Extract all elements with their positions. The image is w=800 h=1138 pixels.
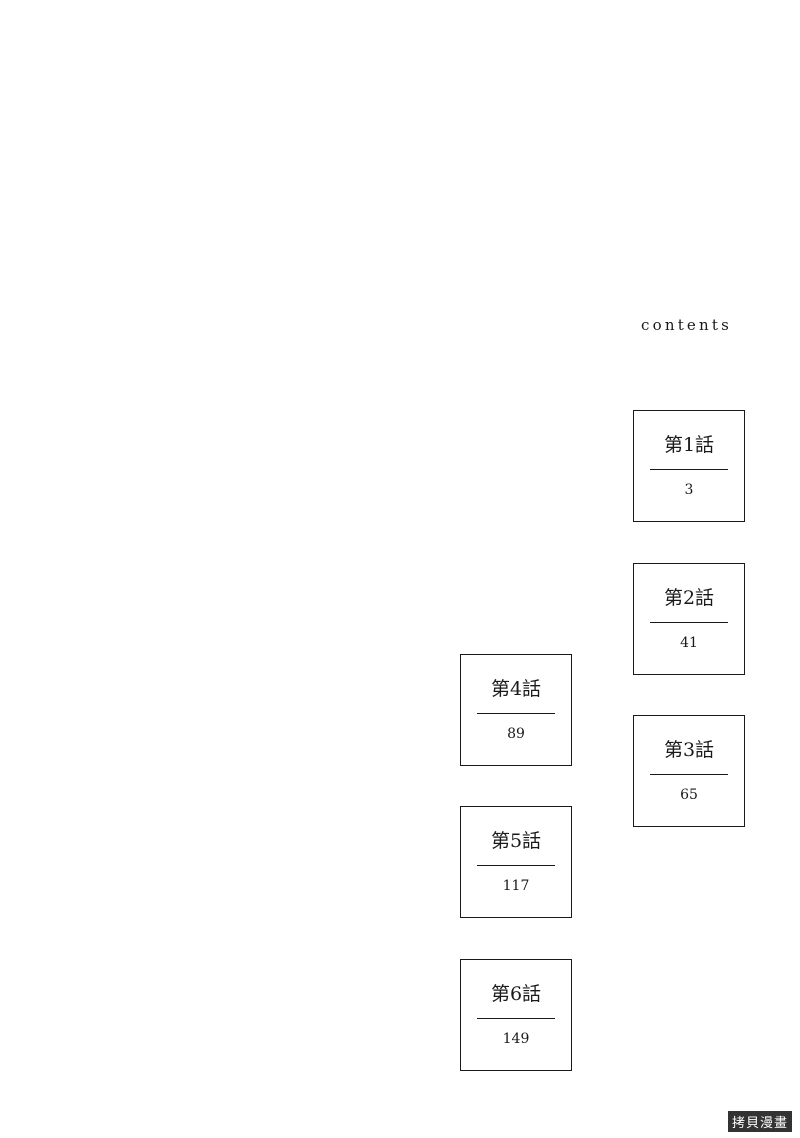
chapter-page-number: 3: [684, 482, 694, 498]
watermark-label: 拷貝漫畫: [727, 1111, 792, 1132]
chapter-6-entry[interactable]: 第6話 149: [460, 959, 572, 1071]
chapter-5-entry[interactable]: 第5話 117: [460, 806, 572, 918]
chapter-title: 第2話: [663, 587, 715, 609]
chapter-3-entry[interactable]: 第3話 65: [633, 715, 745, 827]
chapter-2-entry[interactable]: 第2話 41: [633, 563, 745, 675]
chapter-4-entry[interactable]: 第4話 89: [460, 654, 572, 766]
chapter-title: 第6話: [490, 983, 542, 1005]
chapter-title: 第4話: [490, 678, 542, 700]
chapter-title: 第1話: [663, 434, 715, 456]
chapter-page-number: 41: [680, 635, 698, 651]
chapter-divider: [650, 622, 728, 623]
chapter-divider: [477, 713, 555, 714]
chapter-divider: [477, 1018, 555, 1019]
chapter-page-number: 117: [502, 878, 530, 894]
chapter-divider: [650, 469, 728, 470]
chapter-page-number: 149: [502, 1031, 530, 1047]
chapter-divider: [650, 774, 728, 775]
contents-heading: contents: [641, 316, 732, 334]
chapter-title: 第5話: [490, 830, 542, 852]
chapter-page-number: 65: [680, 787, 698, 803]
chapter-page-number: 89: [507, 726, 525, 742]
chapter-divider: [477, 865, 555, 866]
chapter-1-entry[interactable]: 第1話 3: [633, 410, 745, 522]
chapter-title: 第3話: [663, 739, 715, 761]
